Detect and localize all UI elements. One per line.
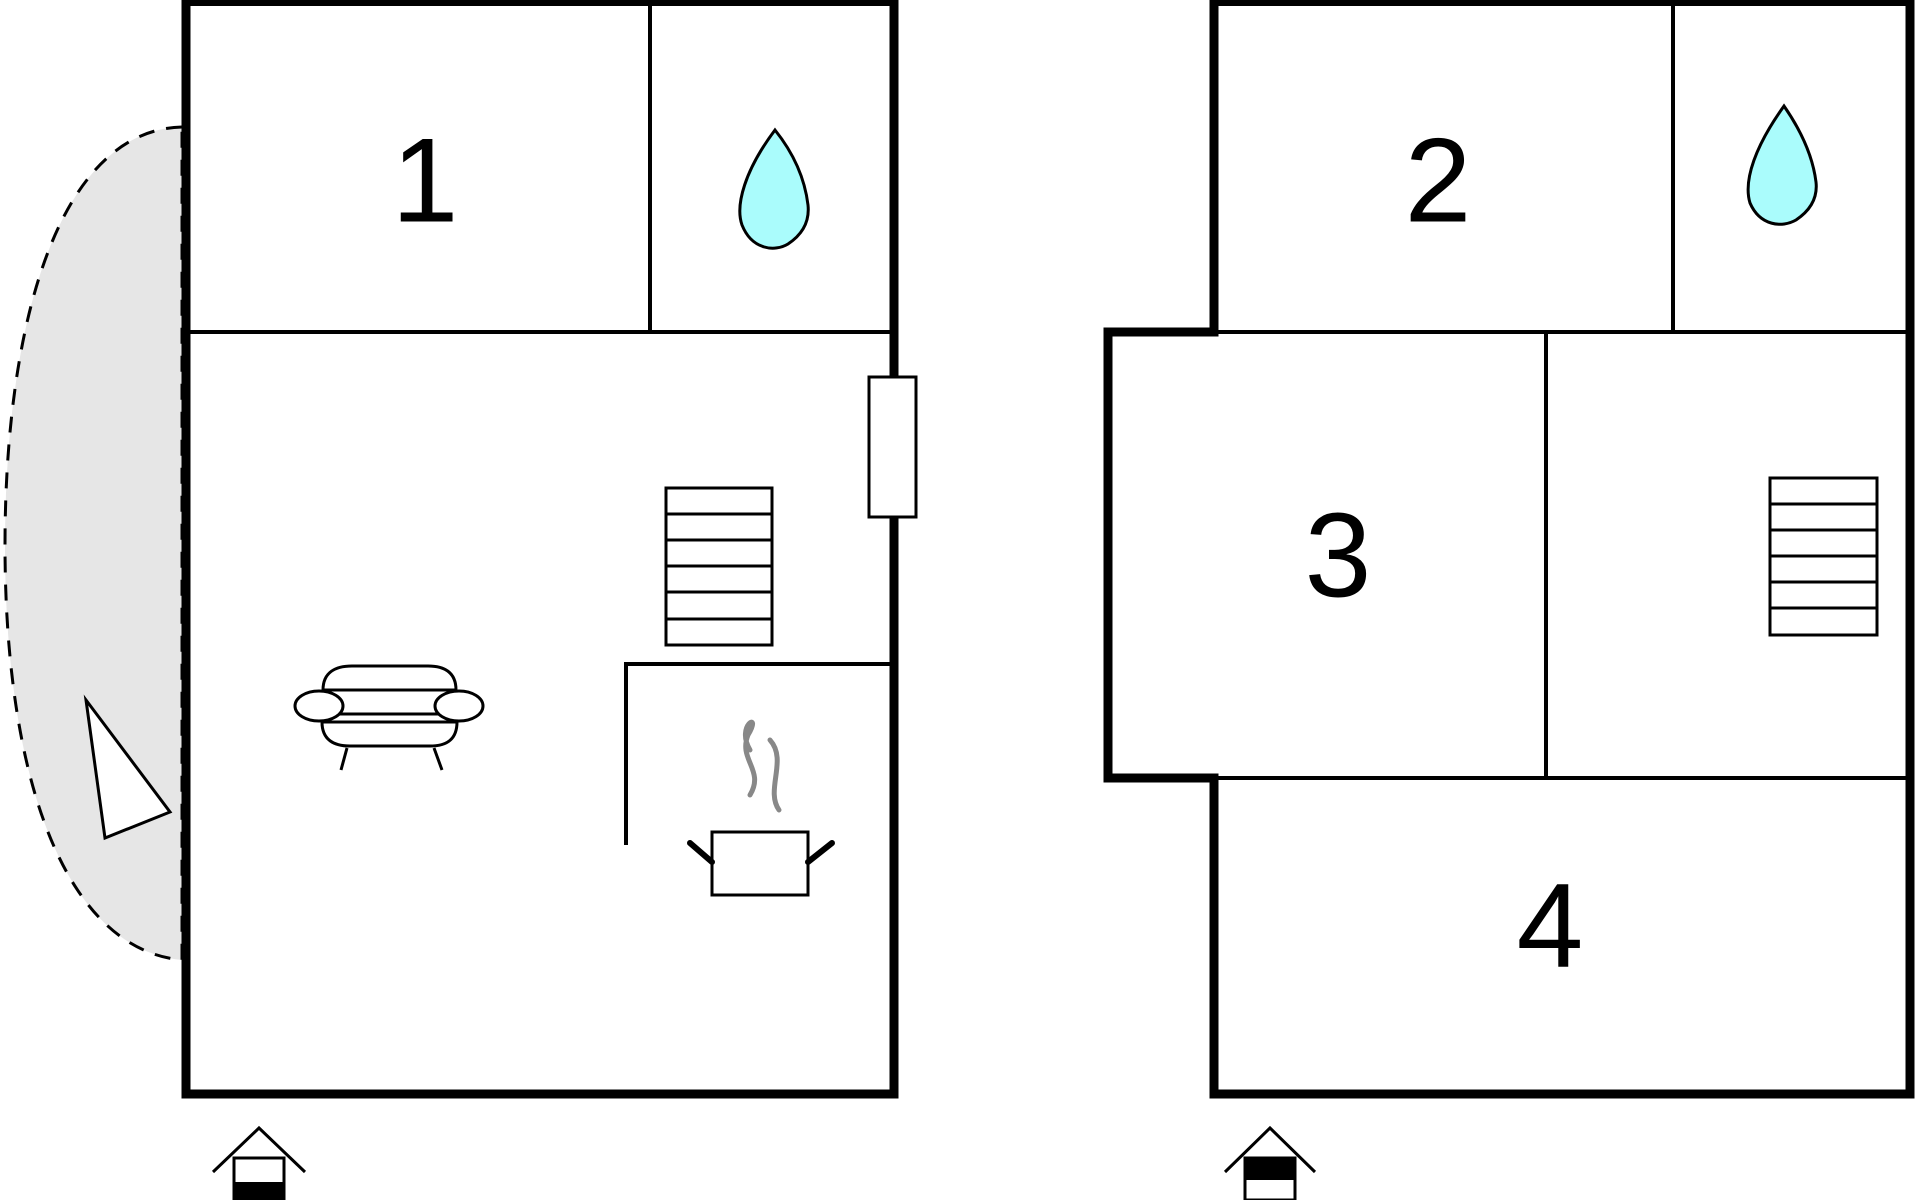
- entrance-house-icon: [211, 1125, 307, 1200]
- stairs-icon: [664, 486, 774, 647]
- water-drop-icon: [1746, 103, 1818, 226]
- room-4-label: 4: [1517, 859, 1584, 993]
- room-1-label: 1: [392, 114, 459, 248]
- room-2-label: 2: [1405, 114, 1472, 248]
- cooking-pot-icon: [687, 719, 835, 897]
- water-drop-icon: [738, 127, 810, 250]
- ground-floor-plan: 1: [3, 0, 918, 1200]
- kitchen-partition: [624, 662, 890, 845]
- window-icon: [867, 375, 918, 519]
- entrance-house-icon: [1223, 1125, 1317, 1200]
- upper-floor-plan: 2 3 4: [1103, 0, 1915, 1200]
- stairs-icon: [1768, 476, 1879, 637]
- room-3-label: 3: [1305, 489, 1372, 623]
- sofa-icon: [293, 664, 485, 771]
- terrace-area: [3, 125, 184, 962]
- terrace-triangle-icon: [83, 694, 173, 841]
